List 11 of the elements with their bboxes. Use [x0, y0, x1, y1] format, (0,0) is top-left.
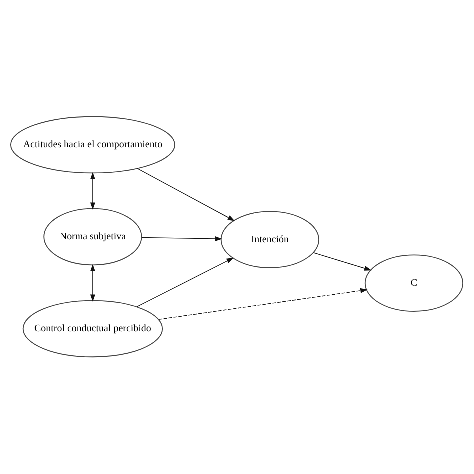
arrow [136, 258, 234, 308]
arrow [313, 252, 372, 271]
arrow [142, 236, 222, 242]
arrow [158, 288, 368, 320]
node-ellipse: Norma subjetiva [44, 208, 142, 266]
arrow [90, 172, 96, 210]
arrow [90, 264, 96, 302]
node-ellipse: Actitudes hacia el comportamiento [10, 116, 176, 174]
node-ellipse: Control conductual percibido [22, 300, 164, 358]
arrow [137, 168, 236, 222]
node-ellipse: Intención [220, 211, 320, 268]
